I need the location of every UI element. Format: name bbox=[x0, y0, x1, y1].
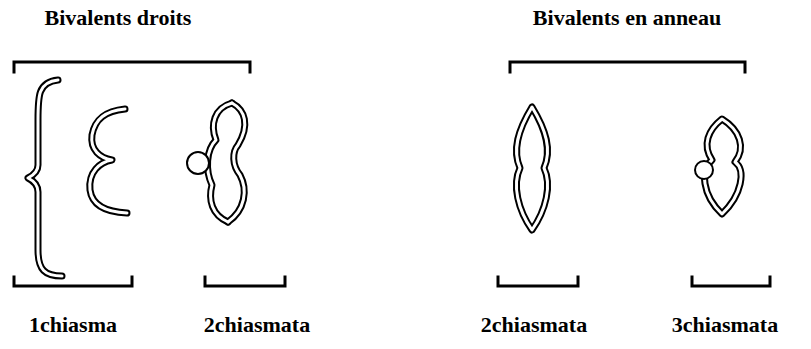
chiasma-count: 3chiasmata bbox=[672, 313, 778, 337]
chromosome-outline bbox=[28, 80, 741, 276]
bivalent bbox=[90, 109, 127, 213]
bottom-bracket bbox=[205, 277, 285, 286]
bracket-group bbox=[14, 62, 770, 286]
bivalent bbox=[90, 109, 127, 213]
chiasma-count: 1chiasma bbox=[29, 313, 117, 337]
bottom-bracket bbox=[14, 277, 132, 286]
ring-bivalent bbox=[516, 107, 547, 230]
chromosome-inner bbox=[28, 80, 741, 276]
chiasma-count: 2chiasmata bbox=[204, 313, 310, 337]
bottom-bracket bbox=[692, 277, 770, 286]
group-heading: Bivalents en anneau bbox=[533, 6, 721, 30]
bottom-bracket bbox=[498, 277, 578, 286]
top-bracket bbox=[510, 62, 745, 72]
bivalent bbox=[28, 80, 62, 276]
bivalent bbox=[28, 80, 62, 276]
group-heading: Bivalents droits bbox=[45, 6, 192, 30]
chiasma-count: 2chiasmata bbox=[481, 313, 587, 337]
bivalent bbox=[207, 103, 232, 222]
centromere bbox=[695, 161, 713, 179]
bivalent bbox=[228, 103, 245, 222]
bivalent bbox=[207, 103, 232, 222]
centromere bbox=[187, 152, 209, 174]
ring-bivalent bbox=[516, 107, 547, 230]
top-bracket bbox=[14, 62, 250, 72]
bivalent bbox=[228, 103, 245, 222]
